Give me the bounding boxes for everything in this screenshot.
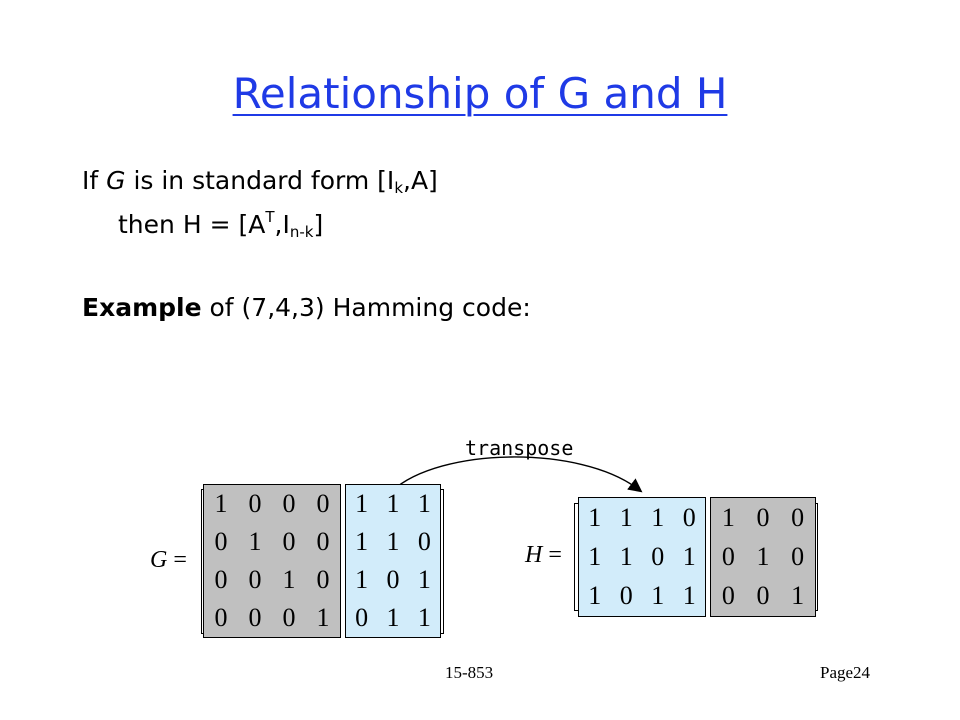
- h-matrix-label: H =: [525, 540, 562, 570]
- g-identity-cell: 0: [214, 527, 228, 556]
- slide-title: Relationship of G and H: [232, 69, 728, 118]
- transpose-label: transpose: [465, 436, 574, 460]
- g-identity-cell: 1: [316, 603, 330, 632]
- g-parity-cell: 1: [355, 565, 369, 594]
- g-identity-cell: 0: [248, 565, 262, 594]
- h-at-cell: 1: [651, 581, 665, 611]
- h-identity-cell: 1: [756, 541, 770, 571]
- h-label-eq: =: [542, 542, 562, 568]
- course-number: 15-853: [445, 663, 494, 682]
- transpose-arrow-icon: [391, 456, 643, 493]
- g-identity-cell: 1: [282, 565, 296, 594]
- example-rest: of (7,4,3) Hamming code:: [201, 293, 531, 322]
- line2-sub-nk: n-k: [289, 223, 314, 241]
- g-parity-cell: 0: [386, 565, 400, 594]
- g-identity-cell: 0: [316, 489, 330, 518]
- g-parity-cell: 0: [355, 603, 369, 632]
- g-identity-cell: 0: [282, 489, 296, 518]
- h-left-bracket: [574, 503, 580, 611]
- line1-sub-k: k: [394, 179, 403, 197]
- g-identity-cell: 0: [316, 527, 330, 556]
- g-identity-cell: 0: [282, 527, 296, 556]
- line1-suffix: ,A]: [403, 166, 438, 195]
- g-parity-cell: 1: [417, 489, 431, 518]
- line2-mid: ,I: [274, 210, 290, 239]
- h-identity-cell: 0: [756, 581, 770, 611]
- page-number: Page24: [820, 663, 871, 682]
- g-parity-cell: 1: [386, 603, 400, 632]
- h-at-cell: 1: [619, 541, 633, 571]
- g-identity-cell: 0: [248, 489, 262, 518]
- h-at-cell: 1: [682, 581, 696, 611]
- g-identity-cell: 0: [214, 565, 228, 594]
- line2-prefix: then H = [A: [118, 210, 266, 239]
- h-identity-cell: 0: [791, 502, 805, 532]
- g-parity-cell: 1: [386, 527, 400, 556]
- h-identity-cell: 0: [791, 541, 805, 571]
- g-parity-cell: 1: [355, 489, 369, 518]
- h-at-cell: 1: [588, 502, 602, 532]
- example-bold: Example: [82, 293, 202, 322]
- g-label-var: G: [150, 547, 168, 573]
- h-identity-cell: 0: [721, 581, 735, 611]
- h-label-var: H: [525, 542, 543, 568]
- line1-mid: is in standard form [I: [125, 166, 395, 195]
- line1-prefix: If: [82, 166, 107, 195]
- g-identity-cell: 0: [248, 603, 262, 632]
- standard-form-line: If G is in standard form [Ik,A]: [82, 164, 438, 205]
- h-at-cell: 0: [651, 541, 665, 571]
- g-identity-cell: 0: [282, 603, 296, 632]
- h-form-line: then H = [AT,In-k]: [118, 200, 323, 249]
- g-parity-cell: 1: [355, 527, 369, 556]
- g-identity-cell: 1: [248, 527, 262, 556]
- h-identity-cell: 1: [721, 502, 735, 532]
- h-at-cell: 1: [682, 541, 696, 571]
- h-identity-cell: 0: [721, 541, 735, 571]
- g-parity-cell: 0: [417, 527, 431, 556]
- h-at-cell: 0: [682, 502, 696, 532]
- line2-sup-T: T: [265, 208, 275, 226]
- g-identity-cell: 0: [316, 565, 330, 594]
- g-label-eq: =: [167, 547, 187, 573]
- h-at-cell: 0: [619, 581, 633, 611]
- h-at-cell: 1: [588, 581, 602, 611]
- g-parity-cell: 1: [386, 489, 400, 518]
- line1-G: G: [106, 166, 126, 195]
- h-identity-cell: 1: [791, 581, 805, 611]
- h-at-cell: 1: [619, 502, 633, 532]
- h-at-cell: 1: [651, 502, 665, 532]
- g-right-bracket: [438, 489, 444, 634]
- line2-suffix: ]: [313, 210, 324, 239]
- h-identity-cell: 0: [756, 502, 770, 532]
- g-matrix-label: G =: [150, 545, 187, 575]
- h-at-cell: 1: [588, 541, 602, 571]
- g-parity-cell: 1: [417, 603, 431, 632]
- example-line: Example of (7,4,3) Hamming code:: [82, 291, 531, 325]
- g-identity-cell: 0: [214, 603, 228, 632]
- g-identity-cell: 1: [214, 489, 228, 518]
- g-parity-cell: 1: [417, 565, 431, 594]
